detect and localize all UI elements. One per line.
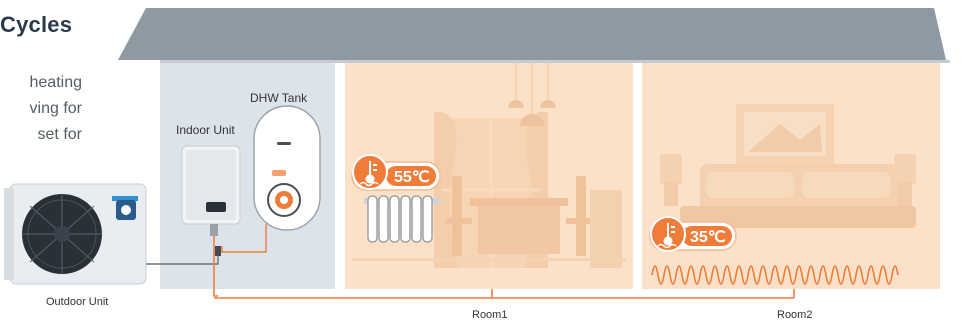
outdoor-unit (4, 183, 147, 285)
description-text: heating ving for set for (0, 70, 83, 148)
description-line: ving for (29, 100, 82, 117)
dhw-tank (253, 105, 321, 231)
thermometer-icon (657, 223, 677, 249)
temperature-badge-radiator (351, 154, 441, 191)
page-title: Cycles (0, 12, 73, 37)
roof-underside (160, 60, 950, 63)
temperature-badge-floor (649, 216, 737, 252)
floor-heating-coil (651, 265, 899, 285)
description-line: set for (37, 126, 82, 143)
dhw-tank-label: DHW Tank (250, 91, 308, 105)
outdoor-unit-label: Outdoor Unit (46, 296, 109, 308)
room1-label: Room1 (472, 309, 508, 321)
description-line: heating (29, 74, 83, 91)
indoor-unit (181, 145, 241, 236)
indoor-unit-label: Indoor Unit (176, 123, 235, 137)
thermometer-icon (359, 161, 379, 187)
bedroom-illustration (660, 104, 916, 228)
floor-heating-temperature: 35℃ (690, 229, 726, 246)
roof (118, 8, 946, 60)
valve (215, 246, 221, 256)
radiator-temperature: 55℃ (394, 169, 430, 186)
water-pipe-tank (213, 236, 218, 297)
room2-label: Room2 (777, 309, 813, 321)
water-pipe-tank-link (221, 224, 267, 253)
radiator (364, 195, 440, 243)
dining-room-illustration (352, 63, 626, 268)
